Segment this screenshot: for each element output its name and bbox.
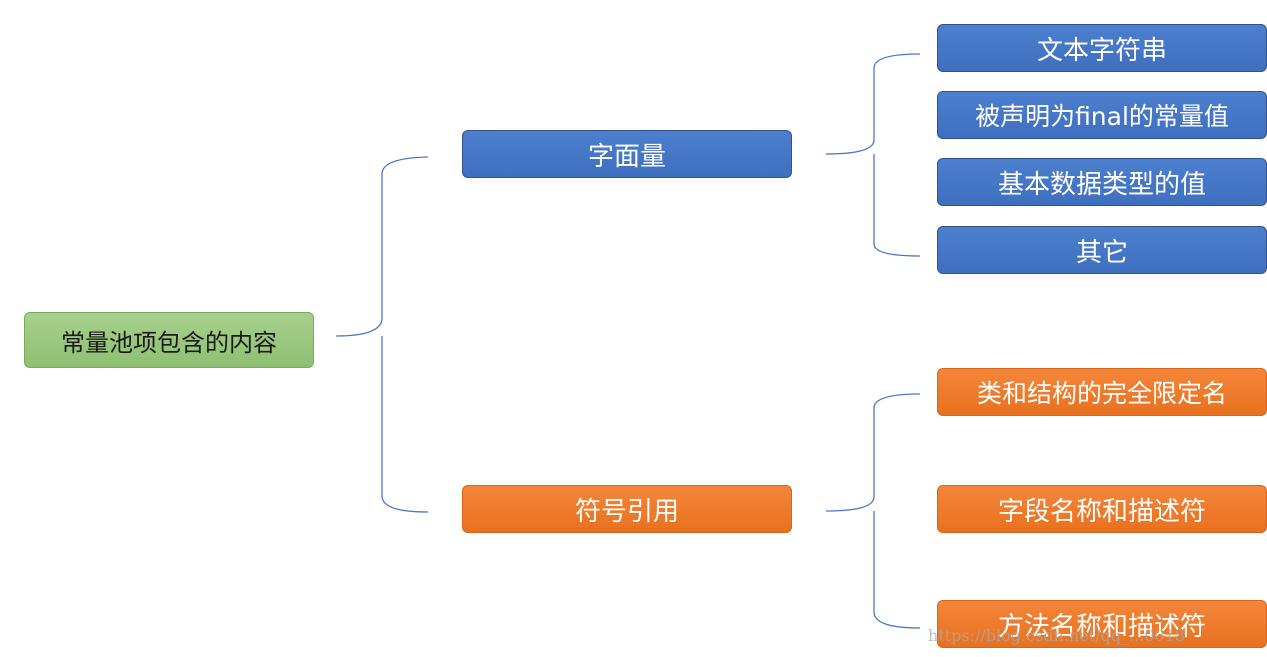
leaf-other: 其它 (937, 226, 1267, 274)
leaf-method-descriptor: 方法名称和描述符 (937, 600, 1267, 648)
leaf-label: 其它 (1075, 237, 1128, 268)
leaf-primitive-value: 基本数据类型的值 (937, 158, 1267, 206)
leaf-label: 被声明为final的常量值 (975, 102, 1229, 131)
leaf-label: 字段名称和描述符 (997, 496, 1206, 527)
literal-brace (825, 53, 921, 257)
leaf-label: 方法名称和描述符 (997, 611, 1206, 642)
leaf-final-constant: 被声明为final的常量值 (937, 91, 1267, 139)
leaf-field-descriptor: 字段名称和描述符 (937, 485, 1267, 533)
root-brace (335, 156, 429, 513)
symbol-reference-label: 符号引用 (574, 496, 679, 527)
watermark: https://blog.csdn.net/qq_...0018 (928, 626, 1185, 645)
leaf-label: 文本字符串 (1036, 35, 1167, 66)
leaf-label: 类和结构的完全限定名 (976, 379, 1227, 408)
leaf-class-name: 类和结构的完全限定名 (937, 368, 1267, 416)
symref-brace (825, 393, 921, 629)
symbol-reference-node: 符号引用 (462, 485, 792, 533)
root-label: 常量池项包含的内容 (61, 328, 277, 357)
literal-node: 字面量 (462, 130, 792, 178)
literal-label: 字面量 (587, 141, 666, 172)
leaf-text-string: 文本字符串 (937, 24, 1267, 72)
leaf-label: 基本数据类型的值 (997, 169, 1206, 200)
root-node: 常量池项包含的内容 (24, 312, 314, 368)
